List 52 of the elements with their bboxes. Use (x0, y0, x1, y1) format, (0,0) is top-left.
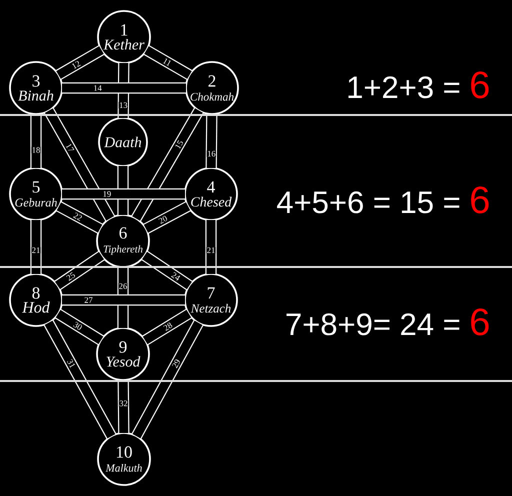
channel-connector (30, 220, 42, 274)
edge-label: 22 (72, 212, 84, 222)
circle-node: 7 Netzach (184, 273, 238, 327)
channel-connector (44, 108, 116, 222)
channel-connector (142, 308, 192, 346)
edge-label: 11 (162, 56, 173, 68)
circle-node: 9 Yesod (96, 327, 150, 381)
equation-text: 7+8+9= 24 = (286, 313, 460, 336)
channel-connector (117, 267, 129, 328)
circle-node: 4 Chesed (184, 167, 238, 221)
circle-node: 10 Malkuth (97, 432, 151, 486)
channel-connector (56, 45, 104, 80)
equation-text: 1+2+3 = (348, 76, 460, 98)
circle-node: 2 Chokmah (185, 61, 239, 115)
edge-label: 25 (65, 271, 76, 282)
result-number: 6 (471, 308, 489, 336)
edge-label: 28 (162, 321, 174, 332)
channel-connector (44, 320, 116, 439)
edge-label: 12 (70, 60, 82, 70)
channel-connector (132, 320, 204, 439)
channel-connector (205, 220, 217, 274)
channel-connector (30, 114, 42, 168)
channel-connector (143, 201, 191, 234)
channel-connector (131, 108, 204, 222)
channel-connector (206, 114, 218, 168)
result-number: 6 (471, 71, 489, 98)
edge-label: 31 (66, 358, 76, 370)
edge-label: 30 (72, 320, 84, 332)
channel-connector (62, 82, 186, 94)
edge-label: 17 (64, 142, 75, 154)
circle-node: 8 Hod (9, 273, 63, 327)
equation-text: 4+5+6 = 15 = (277, 191, 460, 214)
channel-connector (118, 380, 130, 434)
channel-connector (54, 250, 105, 290)
channel-connector (117, 166, 129, 215)
channel-connector (56, 201, 103, 234)
channel-connector (62, 188, 185, 200)
edge-label: 20 (157, 214, 169, 225)
circle-node: 5 Geburah (9, 167, 63, 221)
channel-connector (141, 250, 193, 290)
edge-label: 24 (170, 271, 182, 282)
channel-connector (62, 294, 185, 306)
channel-connector (144, 45, 192, 80)
circle-node: Daath (98, 117, 148, 167)
circle-node: 3 Binah (9, 61, 63, 115)
circle-node: 1 Kether (97, 10, 151, 64)
edge-label: 29 (171, 358, 182, 370)
circle-node: 6 Tiphereth (96, 214, 150, 268)
channel-connector (118, 62, 130, 118)
channel-connector (55, 308, 104, 346)
result-number: 6 (471, 186, 489, 214)
edge-label: 15 (174, 138, 184, 150)
